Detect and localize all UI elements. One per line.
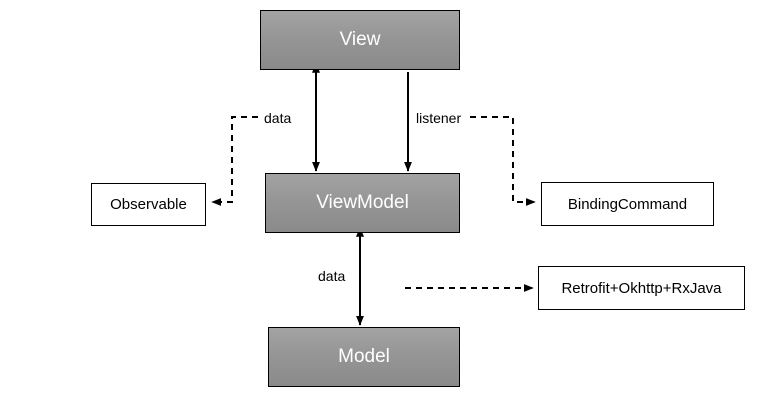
edge-label-data-bottom: data [318, 268, 346, 284]
edge-listener-to-bindingcommand [470, 116, 536, 206]
node-bindingcommand-label: BindingCommand [567, 195, 688, 213]
node-view[interactable]: View [260, 10, 460, 70]
node-observable-label: Observable [110, 196, 187, 213]
node-bindingcommand[interactable]: BindingCommand [541, 182, 714, 226]
node-model[interactable]: Model [268, 327, 460, 387]
node-viewmodel-label: ViewModel [316, 192, 409, 213]
edge-data-to-observable [211, 116, 258, 206]
edge-label-data-top: data [264, 110, 292, 126]
node-retrofit-label: Retrofit+Okhttp+RxJava [561, 279, 722, 297]
node-retrofit[interactable]: Retrofit+Okhttp+RxJava [538, 266, 745, 310]
node-observable[interactable]: Observable [91, 183, 206, 226]
node-model-label: Model [338, 346, 390, 367]
edge-label-listener: listener [416, 110, 462, 126]
node-viewmodel[interactable]: ViewModel [265, 173, 460, 233]
node-view-label: View [339, 29, 381, 50]
